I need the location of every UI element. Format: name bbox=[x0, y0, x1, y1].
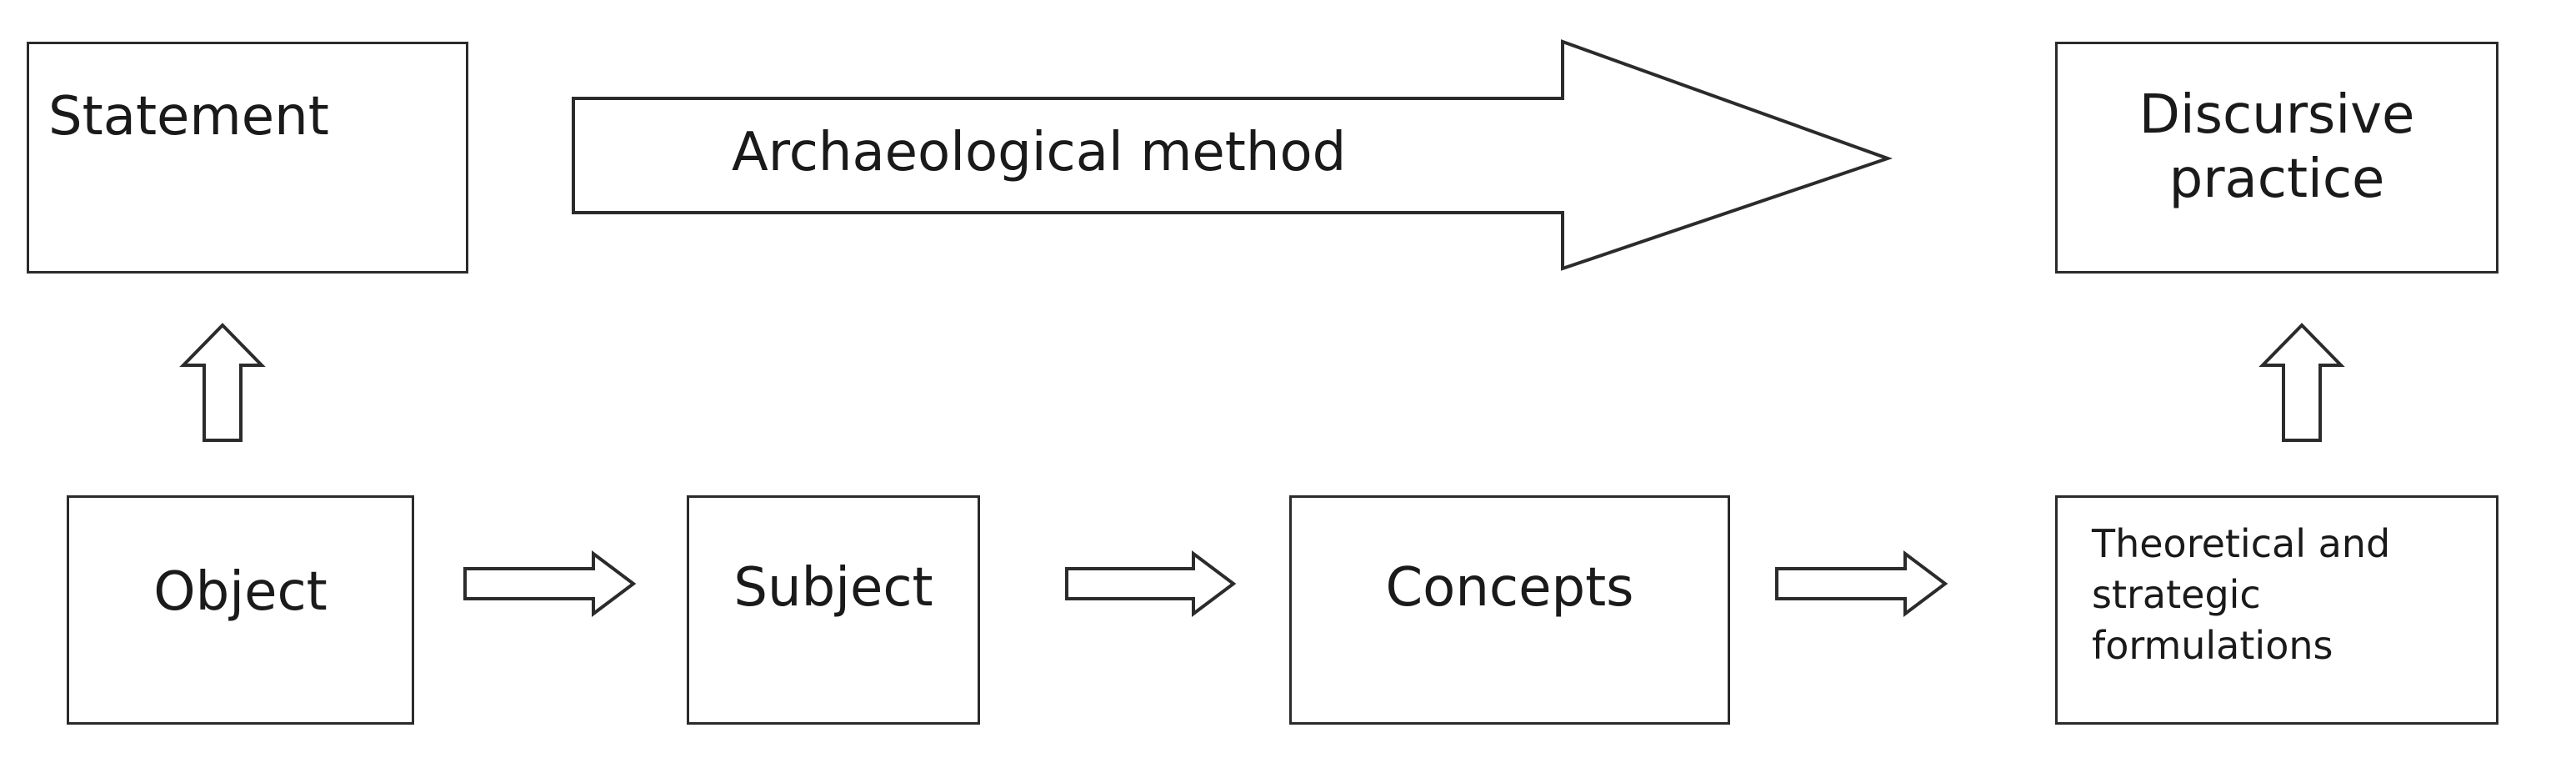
statement-label: Statement bbox=[48, 86, 329, 148]
right-arrow-subject-to-concepts bbox=[1065, 550, 1237, 617]
concepts-box bbox=[1289, 495, 1730, 725]
theoretical-line-1: Theoretical and bbox=[2092, 521, 2391, 566]
subject-box bbox=[687, 495, 980, 725]
concepts-label: Concepts bbox=[1385, 557, 1634, 619]
theoretical-formulations-label: Theoretical and strategic formulations bbox=[2092, 519, 2483, 672]
right-arrow-concepts-to-theory bbox=[1775, 550, 1948, 617]
object-box bbox=[67, 495, 414, 725]
right-arrow-object-to-subject bbox=[463, 550, 637, 617]
discursive-practice-label: Discursive practice bbox=[2138, 84, 2415, 210]
up-arrow-theory-to-discursive bbox=[2258, 323, 2345, 442]
archaeological-method-label: Archaeological method bbox=[732, 122, 1347, 183]
up-arrow-object-to-statement bbox=[179, 323, 266, 442]
theoretical-line-3: formulations bbox=[2092, 623, 2333, 669]
object-label: Object bbox=[153, 561, 328, 623]
statement-box bbox=[27, 42, 468, 274]
archaeological-method-arrow bbox=[572, 39, 1893, 271]
discursive-practice-box bbox=[2055, 42, 2498, 274]
theoretical-formulations-box bbox=[2055, 495, 2498, 725]
theoretical-line-2: strategic bbox=[2092, 572, 2261, 618]
subject-label: Subject bbox=[733, 557, 933, 619]
